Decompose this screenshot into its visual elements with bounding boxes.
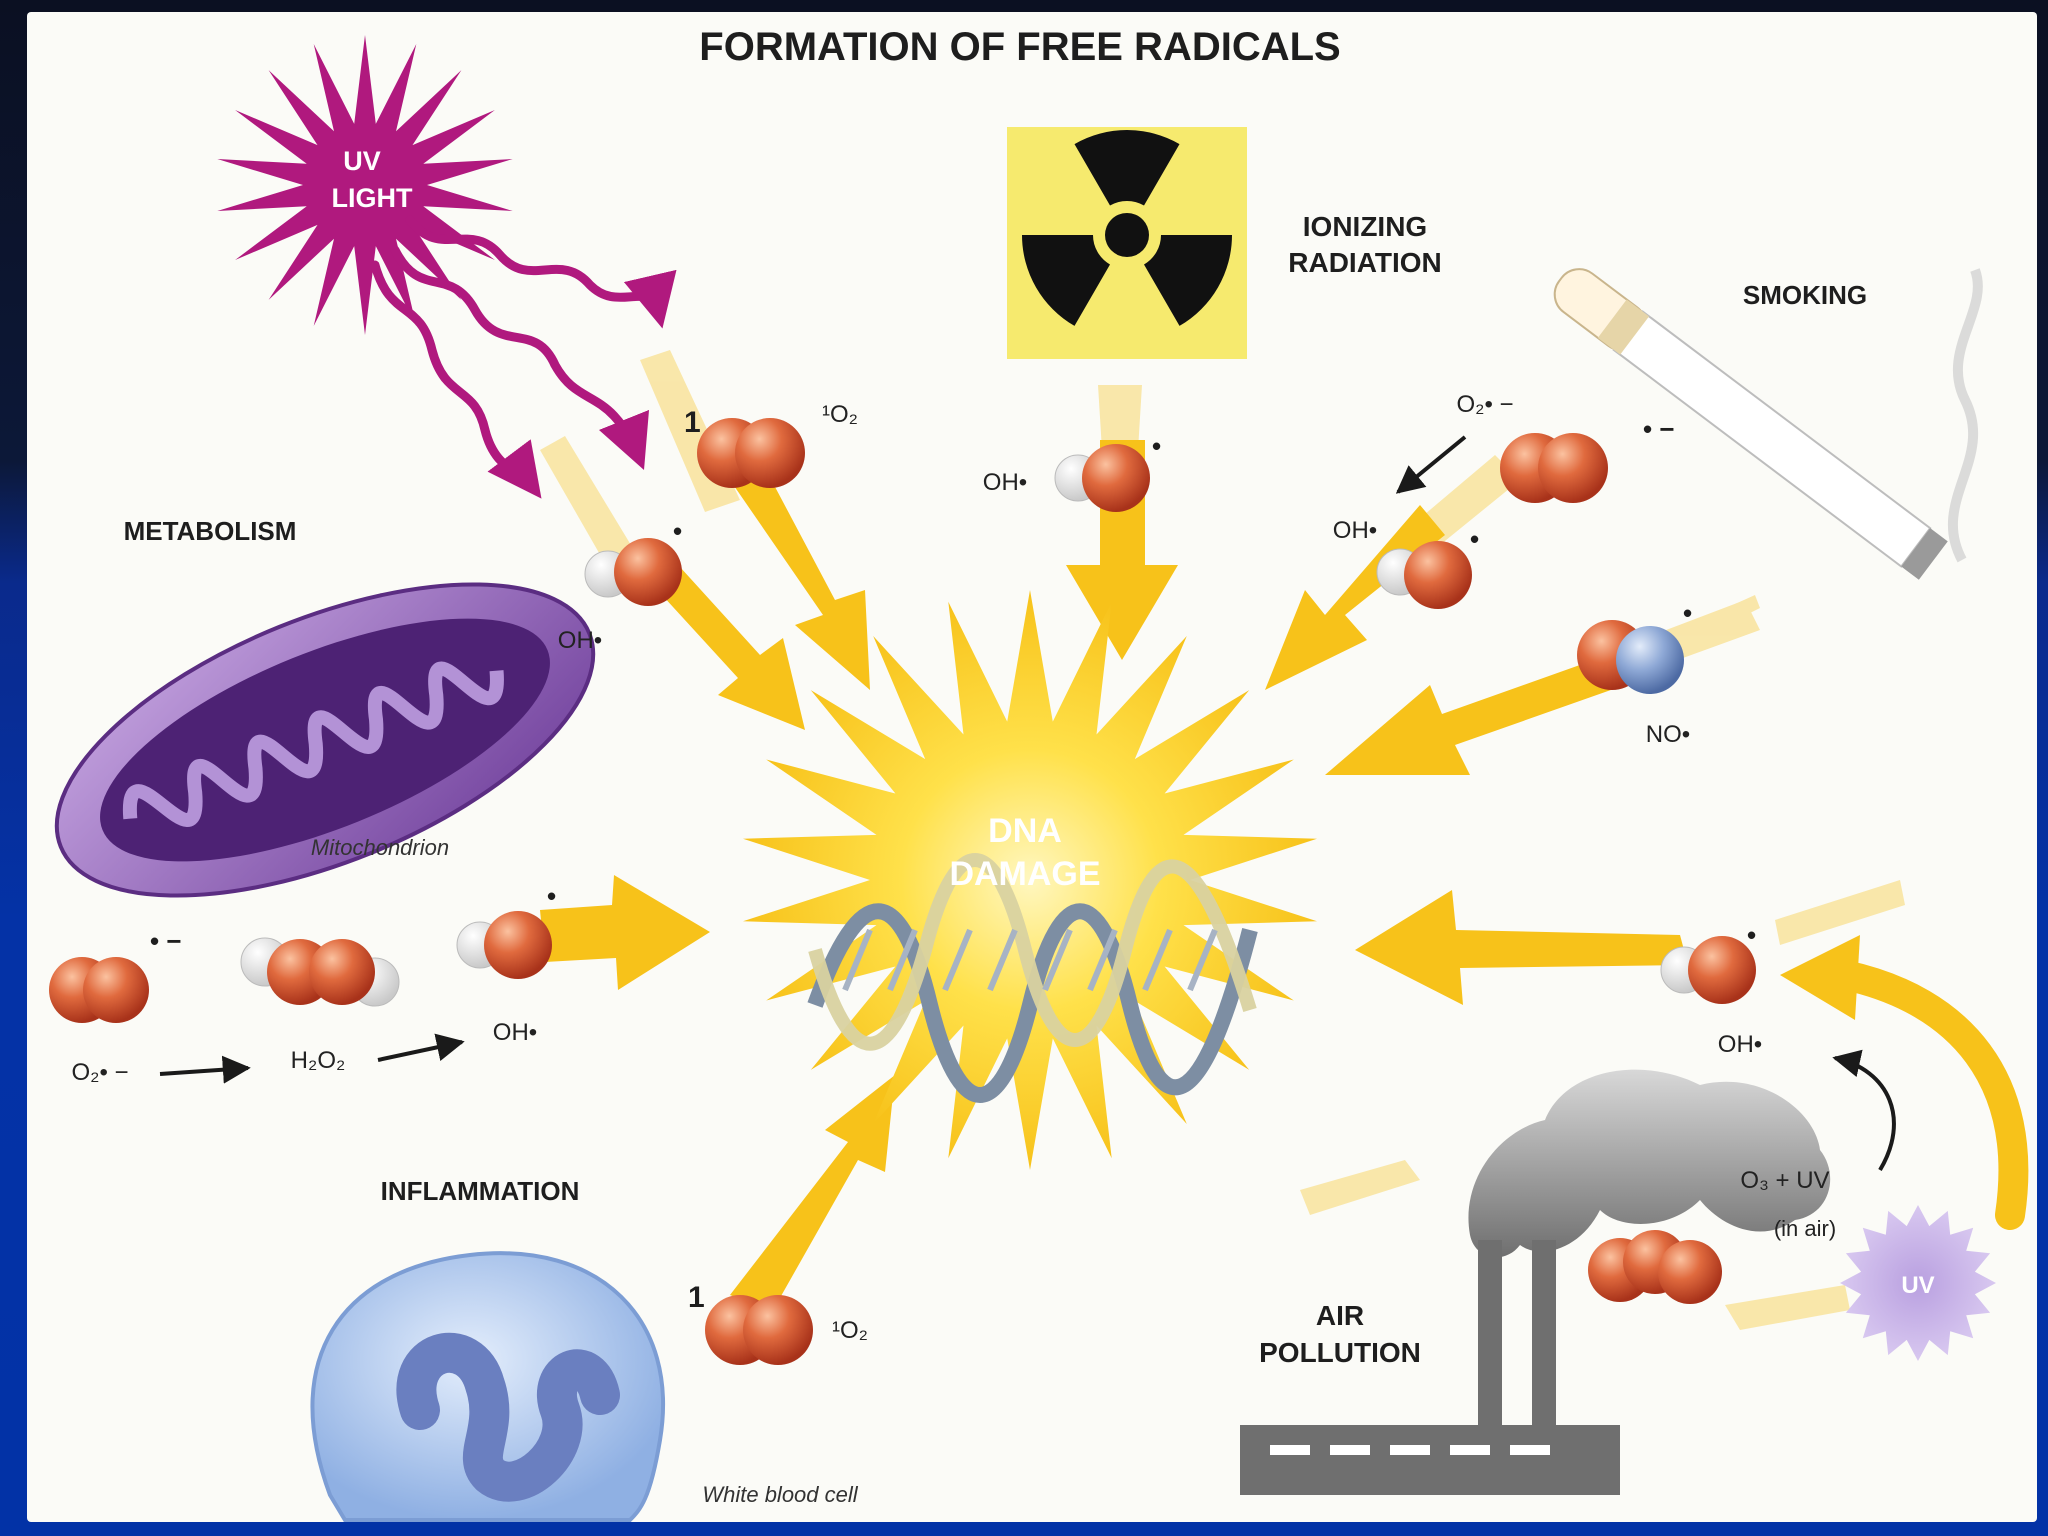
white-blood-cell-icon [310, 1251, 666, 1522]
ionizing-line2: RADIATION [1288, 247, 1441, 278]
smoke-cloud-icon [1468, 1069, 1831, 1258]
factory-icon [1240, 1240, 1620, 1495]
chain-arrow-2 [377, 1033, 465, 1062]
hydroxyl-label-ionizing: OH• [983, 469, 1027, 496]
radical-dot-no: • [1683, 598, 1692, 628]
chain-superoxide-label: O₂• − [71, 1059, 128, 1086]
ozone-molecule [1588, 1230, 1722, 1304]
uv-light-line2: LIGHT [332, 183, 413, 213]
trefoil-blade-1 [1074, 130, 1180, 206]
ionizing-radiation-source: IONIZING RADIATION [1007, 127, 1442, 359]
chain-arrow-1 [159, 1055, 251, 1084]
uv-wave-3 [370, 260, 542, 499]
hydroxyl-molecule-metabolism [456, 911, 552, 979]
singlet-label-uv: ¹O₂ [822, 401, 858, 428]
air-pollution-line1: AIR [1316, 1300, 1364, 1331]
ozone-reaction: O₃ + UV [1740, 1167, 1829, 1194]
superoxide-molecule-metabolism [49, 957, 149, 1023]
radical-dot-ionizing: • [1152, 431, 1161, 461]
radiation-trefoil-icon [1022, 130, 1232, 326]
burst-star [743, 590, 1317, 1170]
uv-wave-2 [390, 245, 650, 471]
peroxide-molecule [240, 937, 400, 1007]
mitochondrion-caption: Mitochondrion [311, 835, 449, 860]
chain-hydroxyl-label: OH• [493, 1019, 537, 1046]
air-pollution-line2: POLLUTION [1259, 1337, 1421, 1368]
smoke-wisp [1947, 268, 1983, 563]
superoxide-to-hydroxyl-arrow [1395, 435, 1467, 494]
hydroxyl-molecule-air [1660, 936, 1756, 1004]
air-pollution-source: AIR POLLUTION UV O₃ + UV (in air) [1240, 1049, 1996, 1495]
uv-light-source: UV LIGHT [217, 35, 677, 499]
white-blood-cell-caption: White blood cell [702, 1482, 858, 1507]
arrow-metabolism [540, 875, 710, 990]
superoxide-molecule-smoking [1500, 433, 1608, 503]
dna-damage-line1: DNA [988, 812, 1062, 850]
ozone-note: (in air) [1774, 1216, 1836, 1241]
inflammation-source: INFLAMMATION White blood cell [310, 1176, 859, 1522]
hydroxyl-label-air: OH• [1718, 1031, 1762, 1058]
hydroxyl-label-uv: OH• [558, 627, 602, 654]
radical-dot-uv: • [673, 516, 682, 546]
metabolism-label: METABOLISM [124, 516, 297, 546]
nitric-oxide-label: NO• [1646, 721, 1690, 748]
uv-wave-1 [405, 215, 677, 329]
radical-dot-minus-metabolism: • − [150, 926, 182, 956]
dna-helix [807, 853, 1258, 1103]
arrow-inflammation [730, 1075, 895, 1312]
trefoil-blade-3 [1022, 235, 1110, 326]
dna-damage-burst: DNA DAMAGE [743, 590, 1317, 1170]
uv-light-line1: UV [343, 146, 381, 176]
dna-damage-line2: DAMAGE [949, 855, 1100, 893]
inflammation-label: INFLAMMATION [381, 1176, 580, 1206]
ionizing-line1: IONIZING [1303, 211, 1427, 242]
hydroxyl-molecule-smoking [1376, 541, 1472, 609]
arrow-air-pollution [1355, 890, 1688, 1005]
ozone-reaction-arrow [1832, 1049, 1896, 1172]
smoking-source: SMOKING [1553, 268, 1983, 580]
arrow-ozone-curve [1830, 960, 2029, 1230]
cigarette-icon [1553, 268, 1948, 580]
singlet-marker-inflammation: 1 [688, 1281, 705, 1314]
mitochondrion-icon [54, 582, 596, 898]
diagram-title: FORMATION OF FREE RADICALS [699, 25, 1340, 69]
nitric-oxide-molecule [1577, 620, 1684, 694]
smoking-label: SMOKING [1743, 280, 1867, 310]
arrow-ionizing [1066, 440, 1178, 660]
superoxide-label-smoking: O₂• − [1456, 391, 1513, 418]
uv-small-label: UV [1901, 1272, 1934, 1299]
chain-peroxide-label: H₂O₂ [291, 1047, 346, 1074]
hydroxyl-molecule-ionizing [1054, 444, 1150, 512]
radical-dot-minus-smoking: • − [1643, 414, 1675, 444]
radical-dot-smoking: • [1470, 524, 1479, 554]
trefoil-blade-2 [1144, 235, 1232, 326]
arrow-no [1325, 640, 1662, 775]
arrow-uv-singlet [730, 468, 870, 690]
uv-small-burst-icon [1840, 1205, 1996, 1361]
singlet-oxygen-molecule-inflammation [705, 1295, 813, 1365]
singlet-marker-uv: 1 [684, 406, 701, 439]
trefoil-hub [1105, 213, 1149, 257]
radical-dot-air: • [1747, 920, 1756, 950]
hydroxyl-molecule-uv [584, 538, 682, 606]
molecules: 1 ¹O₂ • OH• • OH• • − O₂• − [49, 391, 1762, 1365]
singlet-label-inflammation: ¹O₂ [832, 1317, 868, 1344]
radical-dot-metabolism: • [547, 881, 556, 911]
singlet-oxygen-molecule-uv [697, 418, 805, 488]
uv-starburst-icon [217, 35, 513, 335]
hydroxyl-label-smoking: OH• [1333, 517, 1377, 544]
metabolism-source: METABOLISM Mitochondrion [54, 516, 596, 898]
